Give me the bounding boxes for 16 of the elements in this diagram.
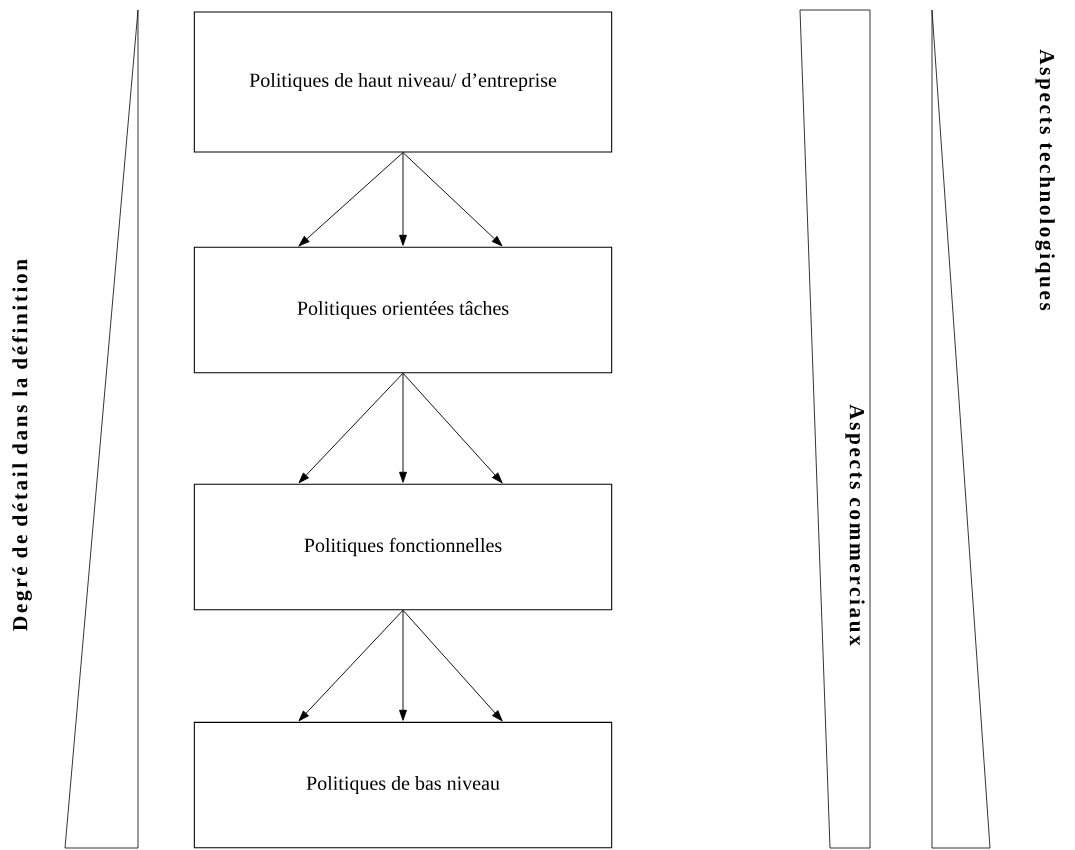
process-box: Politiques fonctionnelles (193, 483, 613, 611)
process-box: Politiques de bas niveau (193, 721, 613, 849)
arrow (402, 152, 503, 247)
arrow (298, 372, 404, 484)
arrow (399, 372, 407, 483)
arrow (298, 152, 404, 247)
arrow (399, 152, 407, 246)
process-box: Politiques de haut niveau/ d’entreprise (193, 11, 613, 153)
arrow (399, 609, 407, 721)
process-box: Politiques orientées tâches (193, 246, 613, 374)
arrow (298, 609, 404, 722)
arrow (402, 609, 503, 722)
side-label: Aspects technologiques (1035, 49, 1055, 311)
side-label: Aspects commerciaux (845, 404, 865, 646)
side-label: Degré de détail dans la définition (12, 259, 32, 631)
arrow (402, 372, 503, 484)
